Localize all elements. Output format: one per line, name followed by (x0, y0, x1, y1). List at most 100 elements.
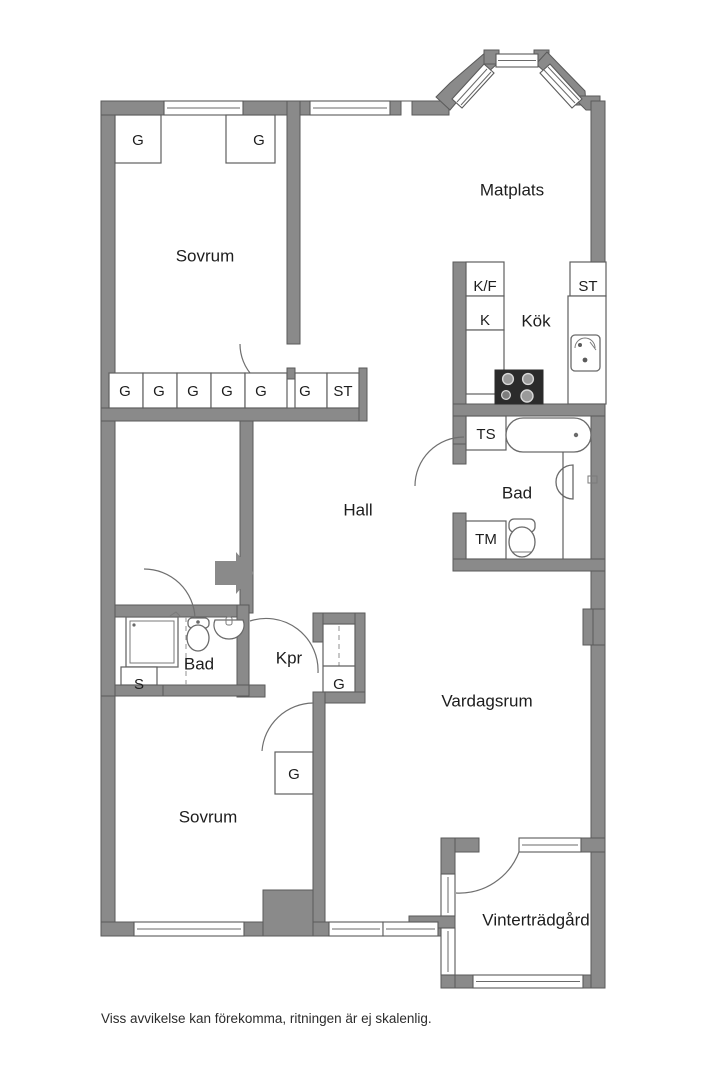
window-bedroom-bottom (133, 921, 245, 937)
entrance-arrow (215, 552, 254, 594)
closet-box-row-1 (108, 372, 144, 409)
wall-bedroom-living-vertical (312, 691, 326, 923)
closet-box-row-5 (244, 372, 288, 409)
storage-label-storage-kok: ST (578, 278, 597, 295)
storage-label-closet-row-5: G (255, 383, 267, 400)
toilet-bowl-lower (186, 624, 210, 652)
wall-conservatory-top-right (578, 837, 606, 853)
storage-label-closet-top-1: G (132, 132, 144, 149)
storage-label-cold-cabinet: K (480, 312, 490, 329)
wall-bath-bottom (452, 558, 606, 572)
burner-back-left (501, 372, 515, 386)
wall-kpr-right (354, 612, 366, 699)
cabinet-washer-tm (465, 520, 507, 560)
wall-bedroom-lower-top-stub (248, 684, 266, 698)
burner-back-right (521, 372, 535, 386)
storage-label-closet-row-1: G (119, 383, 131, 400)
basin-faucet-lower (225, 616, 233, 626)
window-bay-right (539, 63, 583, 109)
wall-right-niche (582, 608, 594, 646)
window-living-bottom-2 (382, 921, 439, 937)
burner-front-right (520, 389, 534, 403)
storage-label-closet-row-4: G (221, 383, 233, 400)
storage-label-washer-s: S (134, 676, 144, 693)
window-bay-left (451, 63, 495, 109)
wall-closet-right-end (358, 367, 368, 422)
room-label-kok: Kök (521, 311, 551, 330)
closet-box-row-2 (142, 372, 178, 409)
plan-caption: Viss avvikelse kan förekomma, ritningen … (101, 1011, 432, 1026)
wall-bedroom-bottom (100, 407, 368, 422)
window-living-bottom-1 (328, 921, 384, 937)
wall-bay-left-stub (401, 100, 450, 116)
storage-label-fridge-freezer: K/F (473, 278, 496, 295)
wall-bad-lower-top (114, 604, 250, 618)
closet-box-top-right (225, 114, 276, 164)
windows (133, 53, 584, 989)
closet-box-top-left (114, 114, 162, 164)
room-label-bad-lower: Bad (184, 654, 214, 673)
door-bath-upper (414, 436, 465, 487)
room-label-matplats: Matplats (480, 180, 544, 199)
storage-label-dryer-tm: TM (475, 531, 497, 548)
window-conservatory-left-lower (440, 927, 456, 976)
closet-box-row-3 (176, 372, 212, 409)
room-label-bad-upper: Bad (502, 483, 532, 502)
kitchen-fixtures (465, 261, 607, 405)
room-label-vardagsrum: Vardagsrum (441, 691, 532, 710)
toilet-button-lower (196, 620, 200, 624)
room-label-vintertradgard: Vinterträdgård (482, 910, 589, 929)
room-label-sovrum-top: Sovrum (176, 246, 235, 265)
bathtub-drain (573, 432, 579, 438)
wall-kpr-left-stub (312, 612, 324, 643)
wall-bath-left-a (452, 443, 467, 465)
wall-kitchen-bath-divider (452, 403, 606, 417)
cabinet-stove-s (120, 666, 158, 686)
wall-conservatory-top-stub (454, 837, 480, 853)
window-bedroom-top-left (163, 100, 244, 116)
sink-basin-upper (574, 337, 596, 349)
wall-structure (100, 49, 606, 989)
wall-closet-gap (286, 367, 296, 380)
door-entrance-swing (143, 568, 196, 619)
cabinet-fridge (465, 295, 505, 331)
burner-front-left (501, 390, 512, 401)
sink-drain-lower (582, 357, 588, 363)
room-label-hall: Hall (343, 500, 372, 519)
washbasin-lower (213, 619, 245, 640)
closet-box-hall (274, 751, 314, 795)
bathtub (505, 417, 592, 453)
bath-upper-fixtures (465, 415, 598, 560)
stove-hob (494, 369, 544, 405)
storage-label-closet-hall: G (288, 766, 300, 783)
storage-label-closet-row-6: G (299, 383, 311, 400)
bad-lower-fixtures (120, 611, 245, 686)
kitchen-sink (570, 334, 601, 372)
wall-bad-lower-bottom-right (162, 684, 250, 697)
closet-boxes (108, 114, 360, 795)
door-bad-lower (249, 617, 319, 674)
window-conservatory-left-upper (440, 873, 456, 917)
window-bedroom-top-right (309, 100, 391, 116)
room-label-sovrum-bottom: Sovrum (179, 807, 238, 826)
wall-kitchen-left-vertical (452, 261, 467, 445)
sink-drain-upper (578, 343, 582, 347)
wall-bedroom-jog (262, 889, 314, 937)
door-conservatory (455, 851, 520, 894)
toilet-bowl (508, 526, 536, 558)
cabinet-storage-st (569, 261, 607, 297)
shower-mixer (169, 611, 181, 617)
wall-bath-left-b (452, 512, 467, 566)
window-conservatory-bottom (472, 974, 584, 989)
window-bay-center (495, 53, 539, 68)
window-conservatory-top (518, 837, 582, 853)
storage-label-laundry-ts: TS (476, 426, 495, 443)
storage-label-closet-row-2: G (153, 383, 165, 400)
storage-label-closet-top-2: G (253, 132, 265, 149)
wall-conservatory-right (590, 837, 606, 989)
wall-outer-left-lower (100, 695, 116, 937)
storage-label-closet-row-3: G (187, 383, 199, 400)
